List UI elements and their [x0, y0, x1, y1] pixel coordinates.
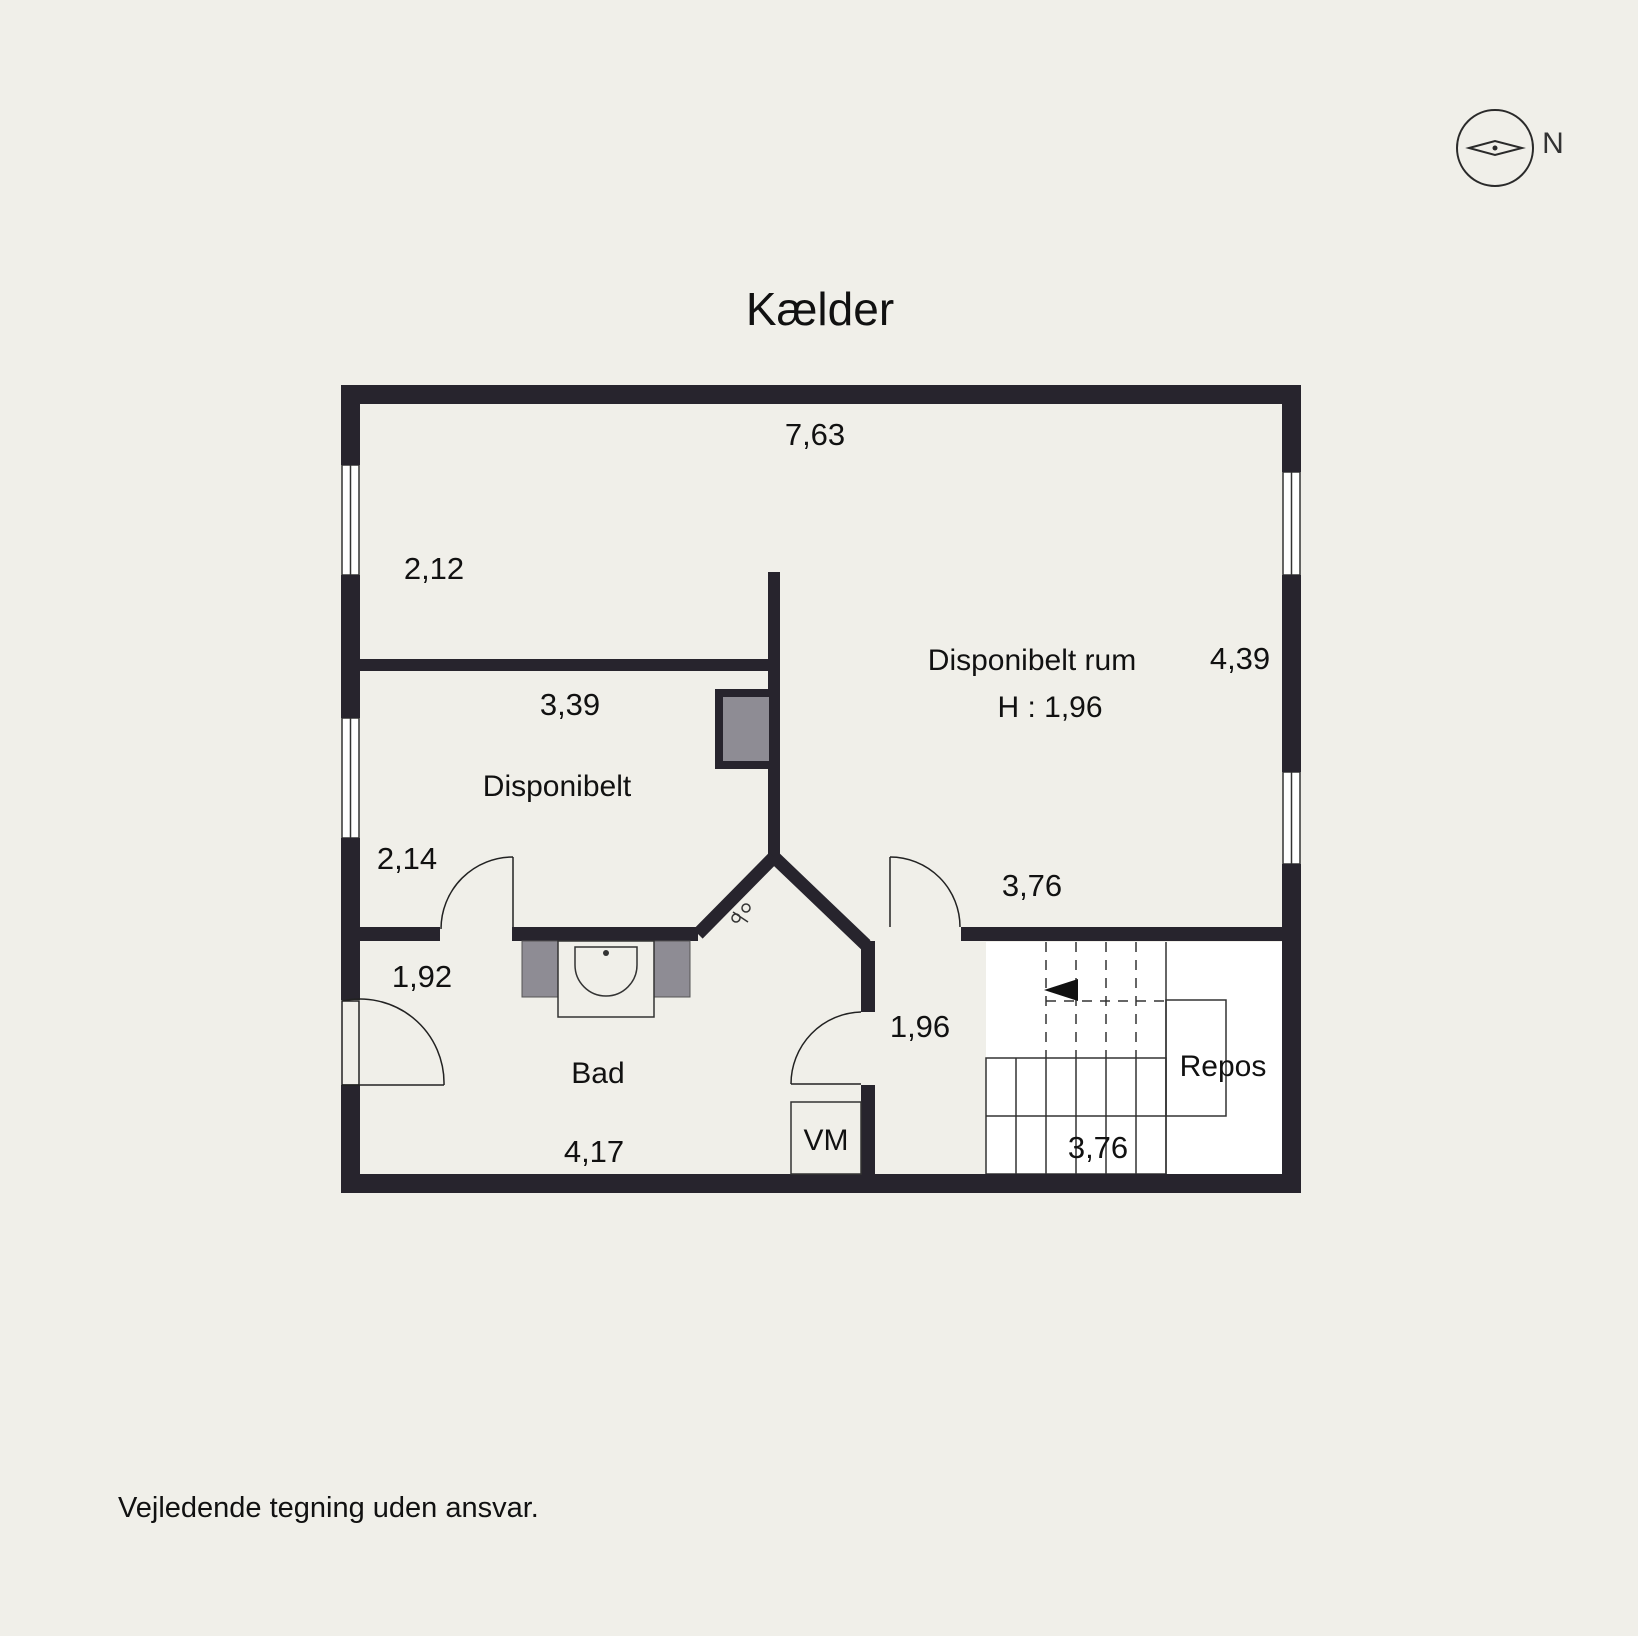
- disclaimer: Vejledende tegning uden ansvar.: [118, 1492, 539, 1524]
- room-bath-name: Bad: [571, 1057, 624, 1090]
- dim-bath-depth: 1,92: [392, 959, 452, 994]
- tap-icon: [731, 903, 751, 923]
- dim-top-width: 7,63: [785, 417, 845, 452]
- stair-direction-arrow-icon: [1044, 979, 1078, 1001]
- dim-small-width: 3,39: [540, 687, 600, 722]
- walls: [341, 385, 1301, 1193]
- dim-bath-width: 4,17: [564, 1134, 624, 1169]
- room-storage-main-name: Disponibelt rum: [928, 644, 1136, 677]
- room-storage-main-height: H : 1,96: [997, 691, 1102, 724]
- dim-top-left-depth: 2,12: [404, 551, 464, 586]
- room-storage-small-name: Disponibelt: [483, 770, 632, 803]
- door-swings: [341, 856, 961, 1086]
- diagonal-wall-right: [769, 852, 871, 950]
- chimney: [715, 689, 777, 769]
- north-arrow-icon: [1456, 109, 1534, 187]
- dim-stair-width: 3,76: [1068, 1130, 1128, 1165]
- sink-icon: [521, 940, 691, 1018]
- dim-main-bottom: 3,76: [1002, 868, 1062, 903]
- dim-hall-depth: 1,96: [890, 1009, 950, 1044]
- dim-right-depth: 4,39: [1210, 641, 1270, 676]
- diagonal-wall-left: [693, 852, 779, 939]
- water-heater-box: [790, 1101, 862, 1175]
- dim-small-depth: 2,14: [377, 841, 437, 876]
- floor-title: Kælder: [746, 283, 894, 335]
- water-heater-label: VM: [804, 1124, 849, 1157]
- room-landing-name: Repos: [1180, 1050, 1267, 1083]
- north-label: N: [1542, 127, 1564, 160]
